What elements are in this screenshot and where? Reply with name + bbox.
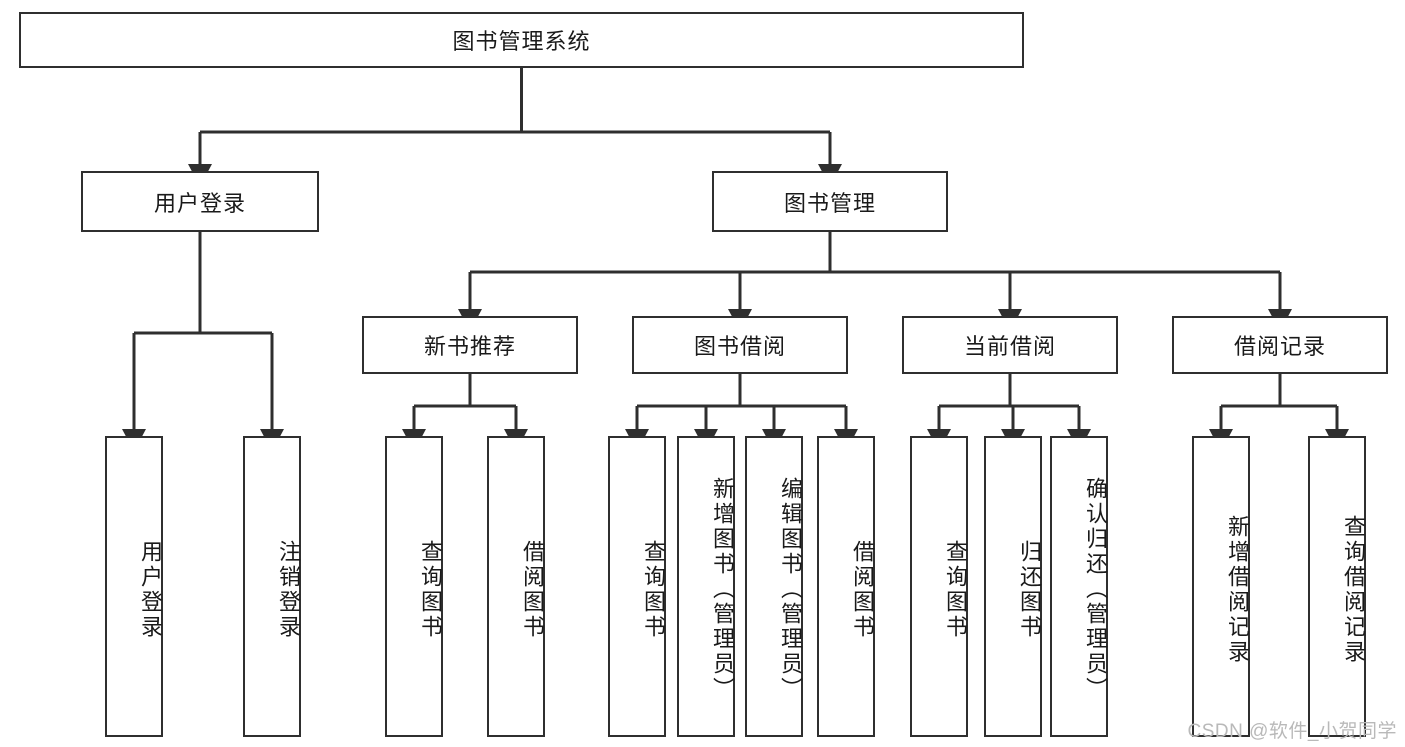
node-label: 查询图书 bbox=[943, 539, 968, 640]
node-label: 用户登录 bbox=[138, 539, 163, 640]
watermark-text: CSDN @软件_小贺同学 bbox=[1187, 721, 1397, 742]
node-leaf-bb-borrow[interactable]: 借阅图书 bbox=[817, 436, 875, 737]
node-leaf-br-add[interactable]: 新增借阅记录 bbox=[1192, 436, 1250, 737]
node-leaf-cb-query[interactable]: 查询图书 bbox=[910, 436, 968, 737]
node-label: 查询图书 bbox=[418, 539, 443, 640]
node-root[interactable]: 图书管理系统 bbox=[19, 12, 1024, 68]
node-label: 查询图书 bbox=[641, 539, 666, 640]
node-label: 归还图书 bbox=[1017, 539, 1042, 640]
node-label: 借阅图书 bbox=[520, 539, 545, 640]
node-label: 确认归还（管理员） bbox=[1083, 477, 1108, 702]
node-label: 图书借阅 bbox=[693, 334, 786, 359]
node-leaf-logout[interactable]: 注销登录 bbox=[243, 436, 301, 737]
node-label: 编辑图书（管理员） bbox=[778, 477, 803, 702]
node-leaf-bb-edit[interactable]: 编辑图书（管理员） bbox=[745, 436, 803, 737]
node-leaf-cb-confirm[interactable]: 确认归还（管理员） bbox=[1050, 436, 1108, 737]
node-book-manage[interactable]: 图书管理 bbox=[712, 171, 948, 232]
node-label: 当前借阅 bbox=[963, 334, 1056, 359]
node-label: 图书管理系统 bbox=[452, 29, 591, 54]
node-leaf-br-query[interactable]: 查询借阅记录 bbox=[1308, 436, 1366, 737]
node-label: 注销登录 bbox=[276, 539, 301, 640]
node-new-book-rec[interactable]: 新书推荐 bbox=[362, 316, 578, 374]
node-book-borrow[interactable]: 图书借阅 bbox=[632, 316, 848, 374]
node-label: 借阅记录 bbox=[1233, 334, 1326, 359]
node-user-login[interactable]: 用户登录 bbox=[81, 171, 319, 232]
node-leaf-cb-return[interactable]: 归还图书 bbox=[984, 436, 1042, 737]
node-leaf-bb-add[interactable]: 新增图书（管理员） bbox=[677, 436, 735, 737]
node-current-borrow[interactable]: 当前借阅 bbox=[902, 316, 1118, 374]
node-label: 借阅图书 bbox=[850, 539, 875, 640]
node-leaf-user-login[interactable]: 用户登录 bbox=[105, 436, 163, 737]
node-label: 查询借阅记录 bbox=[1341, 514, 1366, 665]
node-label: 新书推荐 bbox=[423, 334, 516, 359]
node-borrow-record[interactable]: 借阅记录 bbox=[1172, 316, 1388, 374]
node-leaf-rec-borrow[interactable]: 借阅图书 bbox=[487, 436, 545, 737]
node-label: 用户登录 bbox=[153, 190, 246, 216]
node-label: 新增图书（管理员） bbox=[710, 477, 735, 702]
node-leaf-rec-query[interactable]: 查询图书 bbox=[385, 436, 443, 737]
node-label: 图书管理 bbox=[783, 190, 876, 216]
node-label: 新增借阅记录 bbox=[1225, 514, 1250, 665]
node-leaf-bb-query[interactable]: 查询图书 bbox=[608, 436, 666, 737]
